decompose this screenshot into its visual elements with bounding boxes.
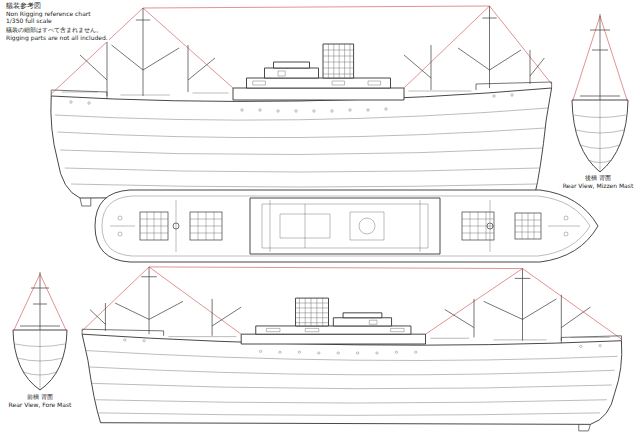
view-label: 後檣 背面 xyxy=(584,175,612,182)
view-label: 前檣 背面 xyxy=(26,394,54,401)
drawing-title: Non Rigging reference chart xyxy=(5,11,92,18)
scale-note: 1/350 full scale xyxy=(5,18,53,25)
drawing-title: 艤装参考図 xyxy=(5,3,42,10)
drawing-note: Rigging parts are not all included. xyxy=(5,35,109,42)
view-label: Rear View, Mizzen Mast xyxy=(562,183,635,190)
drawing-note: 艤装の細部はすべて含まれません。 xyxy=(5,27,103,34)
view-label: Rear View, Fore Mast xyxy=(8,402,73,409)
